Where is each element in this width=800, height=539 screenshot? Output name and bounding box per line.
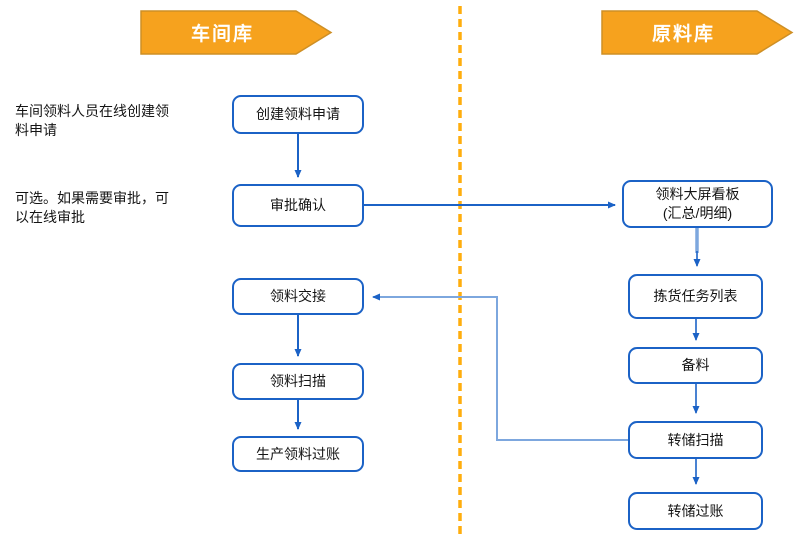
left-lane-banner: 车间库 [140,10,333,55]
banner-arrow-shape [140,10,333,55]
step-production-material-posting: 生产领料过账 [232,436,364,472]
step-transfer-scan: 转储扫描 [628,421,763,459]
note-optional-approval: 可选。如果需要审批，可 以在线审批 [15,190,169,226]
right-lane-banner: 原料库 [601,10,794,55]
step-material-scan: 领料扫描 [232,363,364,400]
left-lane-banner-label: 车间库 [190,24,254,45]
step-material-handover: 领料交接 [232,278,364,315]
step-material-preparation: 备料 [628,347,763,384]
connector-transferscan-to-handover [372,293,628,441]
step-transfer-posting: 转储过账 [628,492,763,530]
banner-arrow-shape [601,10,794,55]
step-approval-confirm: 审批确认 [232,184,364,227]
right-lane-banner-label: 原料库 [651,24,715,45]
note-create-request: 车间领料人员在线创建领 料申请 [15,103,169,139]
step-create-material-request: 创建领料申请 [232,95,364,134]
step-material-dashboard: 领料大屏看板 (汇总/明细) [622,180,773,228]
step-picking-task-list: 拣货任务列表 [628,274,763,319]
